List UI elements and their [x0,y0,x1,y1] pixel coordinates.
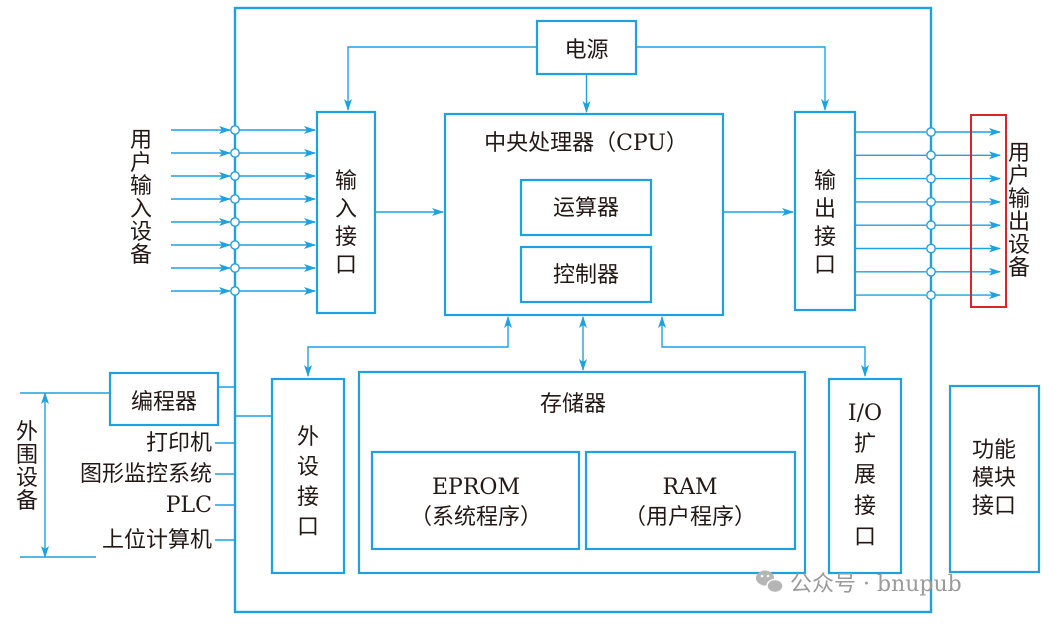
peripheral-interface-box [270,377,346,575]
input-terminal [230,125,240,135]
output-interface-char-3: 口 [814,253,836,278]
eprom-box [370,450,581,551]
output-terminal [926,127,936,137]
output-terminal [926,196,936,207]
user-output-char-4: 设 [1008,233,1030,258]
programmer-box [108,371,220,427]
user-input-char-0: 用 [130,128,152,153]
io-expansion-char-3: 接 [854,494,876,519]
input-terminal [230,263,240,273]
peripheral-item-label: 上位计算机 [102,528,212,553]
output-interface-char-1: 出 [814,197,836,222]
peripheral-programmer-label: 编程器 [131,390,197,415]
ram-box [584,450,797,551]
power-to-input-arrow [344,46,537,111]
input-terminal [230,217,240,227]
user-input-char-3: 入 [130,197,152,222]
watermark: 公众号 · bnupub [756,570,962,597]
input-interface-char-1: 入 [335,197,357,222]
peripherals-label-char-1: 围 [16,443,38,468]
user-output-char-5: 备 [1008,256,1030,281]
io-expansion-char-0: I/O [848,401,882,426]
output-highlight-box [970,114,1007,308]
cpu-peripheral-bus-arrow [304,316,512,377]
output-terminal [926,220,936,231]
input-terminal [230,240,240,250]
peripheral-item-label: 打印机 [146,431,212,456]
plc-frame [233,6,933,614]
function-module-line-1: 模块 [972,466,1016,491]
power-to-output-arrow [636,46,829,111]
cpu-io-bus-arrow [658,316,869,377]
controller-box [519,245,653,304]
peripherals-label-char-0: 外 [16,420,38,445]
output-terminal [926,290,936,300]
peripheral-item-label: PLC [166,493,212,518]
peripherals-label-char-2: 设 [16,466,38,491]
peripheral-interface-char-2: 接 [297,485,319,510]
io-expansion-char-1: 扩 [854,432,876,457]
function-module-box [948,384,1041,574]
io-expansion-char-4: 口 [854,525,876,550]
io-expansion-char-2: 展 [854,463,876,488]
output-terminal [926,266,936,277]
output-terminal [926,150,936,161]
alu-label: 运算器 [553,196,619,221]
cpu-title: 中央处理器（CPU） [484,131,688,156]
input-interface-char-0: 输 [335,169,357,194]
user-output-char-1: 户 [1008,164,1030,189]
input-terminal [230,148,240,158]
input-terminal [230,171,240,181]
alu-box [519,178,653,237]
power-label: 电源 [564,38,608,63]
input-terminal [230,194,240,204]
memory-title: 存储器 [540,392,606,417]
input-terminal [230,286,240,296]
output-interface-char-0: 输 [814,169,836,194]
user-input-char-1: 户 [130,151,152,176]
input-interface-char-2: 接 [335,225,357,250]
user-input-char-2: 输 [130,174,152,199]
function-module-line-2: 接口 [972,494,1016,519]
user-output-char-2: 输 [1008,187,1030,212]
eprom-note: （系统程序） [410,505,542,530]
ram-label: RAM [663,475,718,500]
output-interface-box [793,110,857,312]
output-interface-char-2: 接 [814,225,836,250]
output-terminal [926,173,936,184]
input-signal-lines [171,125,316,296]
wechat-icon [756,570,784,594]
controller-label: 控制器 [553,263,619,288]
io-expansion-box [827,377,903,575]
peripheral-interface-char-1: 设 [297,455,319,480]
function-module-line-0: 功能 [972,438,1016,463]
output-terminal [926,243,936,254]
user-input-char-4: 设 [130,220,152,245]
user-output-char-0: 用 [1008,141,1030,166]
peripheral-interface-char-3: 口 [297,515,319,540]
input-interface-char-3: 口 [335,253,357,278]
watermark-text: 公众号 · bnupub [790,572,962,597]
peripheral-interface-char-0: 外 [297,425,319,450]
user-input-char-5: 备 [130,243,152,268]
peripherals-label-char-3: 备 [16,489,38,514]
peripheral-item-label: 图形监控系统 [80,462,212,487]
output-signal-lines [855,127,1001,300]
ram-note: （用户程序） [624,505,756,530]
user-output-char-3: 出 [1008,210,1030,235]
eprom-label: EPROM [432,475,520,500]
